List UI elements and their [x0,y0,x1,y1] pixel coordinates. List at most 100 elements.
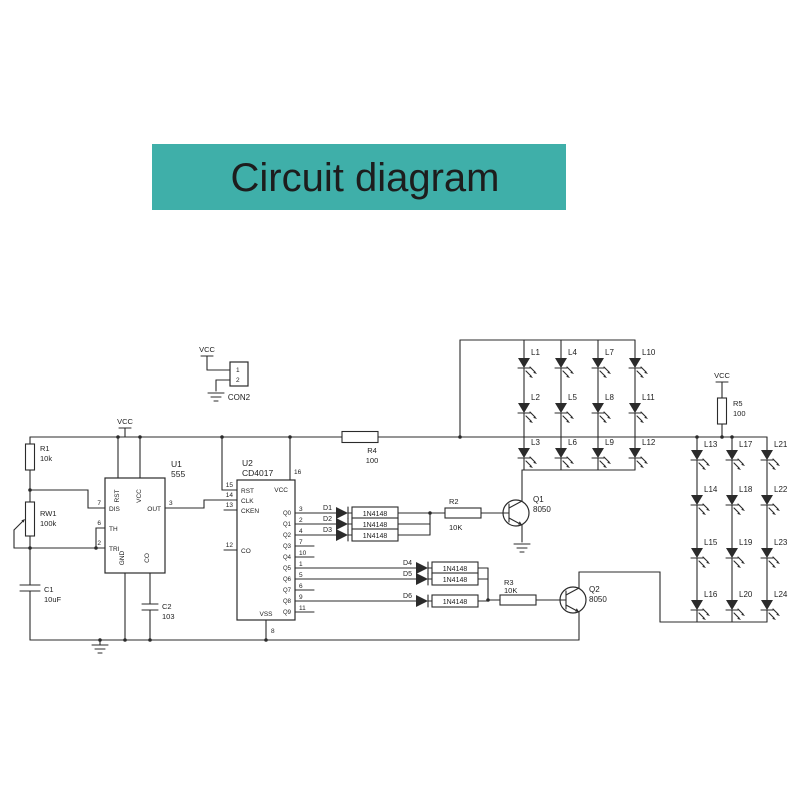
vcc-label: VCC [117,417,133,426]
q1-transistor [502,499,530,527]
u1-part-label: 555 [171,469,185,479]
led-label: L13 [704,440,718,449]
u1-pin-dis-label: DIS [109,506,121,513]
led-icon [554,357,575,379]
r1-value-label: 10k [40,454,52,463]
r5-series: VCC R5 100 [714,371,746,438]
led-icon [760,494,781,516]
vcc-label: VCC [714,371,730,380]
u1-ref-label: U1 [171,459,182,469]
d5-part-box [431,572,479,586]
c2-capacitor: C2 103 [141,602,175,641]
u2-pin14-number: 14 [226,492,234,499]
d3-diode [336,529,348,541]
diode-group-upper: D1 1N4148 D2 1N4148 D3 1N4148 [294,505,431,542]
u1-pin3-number: 3 [169,500,173,507]
d4-diode [416,562,428,574]
led-label: L23 [774,538,788,547]
led-icon [591,357,612,379]
u1-pin6-number: 6 [97,520,101,527]
left-timing-chain: R1 10k RW1 100k C1 10uF [13,436,106,641]
rw1-wiper-arrow [21,519,25,523]
led-icon [725,599,746,621]
u2-out-number: 3 [299,506,303,513]
c1-value-label: 10uF [44,595,62,604]
u2-q3-label: Q3 [283,544,292,550]
led-icon [628,357,649,379]
r4-series: R4 100 [341,430,379,465]
u2-pin-rst-label: RST [241,488,254,495]
d1-ref-label: D1 [323,505,332,512]
d6-diode [416,595,428,607]
d3-ref-label: D3 [323,527,332,534]
c2-value-label: 103 [162,612,175,621]
u1-pin-th-label: TH [109,526,118,533]
led-label: L3 [531,438,540,447]
led-icon [690,494,711,516]
ground-icon [513,543,531,553]
u2-pin-vss-label: VSS [259,611,273,618]
vcc-icon [200,355,214,366]
u2-q5-label: Q5 [283,566,292,572]
d6-part-label: 1N4148 [443,599,468,606]
r5-resistor [716,397,728,425]
u2-q4-label: Q4 [283,555,292,561]
r1-resistor [24,443,36,471]
u2-pin13-number: 13 [226,502,234,509]
rw1-potentiometer [24,501,36,537]
u1-pin2-number: 2 [97,540,101,547]
u2-out-number: 1 [299,561,303,568]
u2-pin-cken-label: CKEN [241,508,259,515]
u2-out-number: 11 [299,605,306,612]
c2-ref-label: C2 [162,602,172,611]
con2-pin2-label: 2 [236,377,240,384]
r3-ref-label: R3 [504,578,514,587]
led-icon [760,599,781,621]
rw1-ref-label: RW1 [40,509,57,518]
led-icon [517,402,538,424]
u2-pin-vcc-label: VCC [274,487,288,494]
d1-part-label: 1N4148 [363,511,388,518]
led-icon [628,447,649,469]
r5-ref-label: R5 [733,399,743,408]
u2-q7-label: Q7 [283,588,292,594]
u2-q1-label: Q1 [283,522,292,528]
vcc-label: VCC [199,345,215,354]
page-title: Circuit diagram [231,156,500,200]
d2-part-label: 1N4148 [363,522,388,529]
led-icon [760,547,781,569]
led-icon [591,447,612,469]
led-label: L16 [704,590,718,599]
ground-icon [207,392,225,402]
c1-ref-label: C1 [44,585,54,594]
title-banner: Circuit diagram [152,144,566,210]
r2-resistor [444,507,482,519]
con2-ref-label: CON2 [228,393,251,402]
u1-pin-vcc-label: VCC [136,489,143,503]
led-label: L20 [739,590,753,599]
con2-body [229,361,249,387]
ground-rail [29,639,580,654]
d1-diode [336,507,348,519]
q1-ref-label: Q1 [533,495,544,504]
u2-part-label: CD4017 [242,468,273,478]
u1-timer-ic: VCC U1 555 RST VCC DIS TH TRI OUT GND CO… [97,417,185,641]
u2-pin15-number: 15 [226,482,234,489]
con2-pin1-label: 1 [236,367,240,374]
u2-pin-co-label: CO [241,548,251,555]
led-icon [628,402,649,424]
u1-pin7-number: 7 [97,500,101,507]
u2-out-number: 6 [299,583,303,590]
q1-emitter-arrow [518,521,522,525]
led-icon [725,494,746,516]
u1-pin-gnd-label: GND [119,550,126,565]
led-label: L8 [605,393,614,402]
q2-driver: R3 10K Q2 8050 [487,571,661,641]
led-label: L12 [642,438,656,447]
d5-diode [416,573,428,585]
u2-q0-label: Q0 [283,511,292,517]
led-matrix-2: L13 L14 L15 L16 L17 L18 L19 L20 L21 L22 … [659,436,788,623]
led-label: L14 [704,485,718,494]
